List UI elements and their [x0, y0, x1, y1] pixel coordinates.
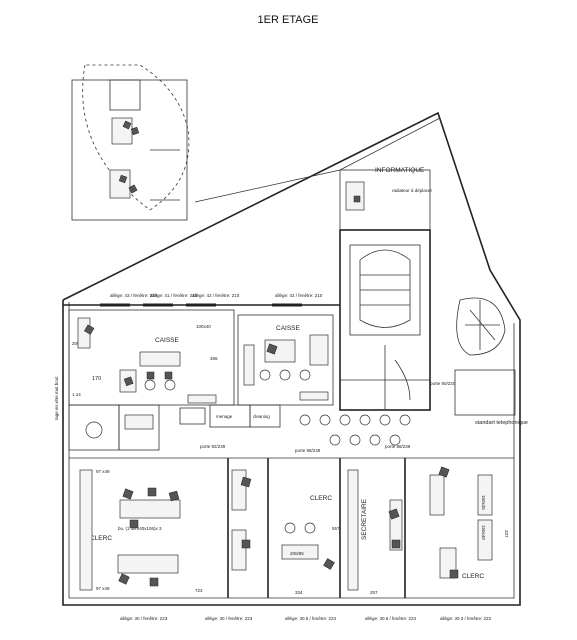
informatique-label: INFORMATIQUE [375, 167, 425, 174]
cleaning-label: cleaning [253, 414, 270, 419]
dim-557: 557 [332, 526, 340, 531]
standard-label: standart telephonique [475, 420, 528, 426]
dim-150x40: 150x40 [481, 525, 486, 540]
caisse-left-label: CAISSE [155, 337, 180, 344]
secretaire-label: SECRETAIRE [361, 498, 368, 540]
dim-97x49-b: 97 x49 [96, 586, 110, 591]
room-caisse-left: CAISSE 200x85 100x40 366 170 [68, 309, 235, 406]
dim-1114: 1.14 [72, 392, 81, 397]
clerc-right-label: CLERC [462, 573, 484, 580]
window-label-bottom-1: allège: 30 / fenêtre: 223 [120, 616, 168, 621]
radiator-note: radiateur à déplacer [392, 188, 433, 193]
window-label-top-4: allège: 42 / fenêtre: 210 [275, 293, 323, 298]
dim-366: 366 [210, 356, 218, 361]
small-rooms-left: menage cleaning 1.14 [68, 392, 281, 451]
room-informatique: INFORMATIQUE radiateur à déplacer [339, 167, 433, 231]
door-label-1: porte 92/239 [200, 444, 226, 449]
clerc-left-label: CLERC [90, 535, 112, 542]
dim-97x49: 97 x49 [96, 469, 110, 474]
top-windows: allège: 43 / fenêtre: 210 allège: 41 / f… [100, 293, 323, 307]
dim-334: 334 [295, 590, 303, 595]
menage-label: menage [216, 414, 233, 419]
page-title: 1ER ETAGE [258, 14, 319, 26]
room-caisse-right: CAISSE [237, 314, 334, 406]
door-label-4: porte 90/220 [430, 381, 456, 386]
window-label-top-3: allège: 42 / fenêtre: 210 [192, 293, 240, 298]
stair-core [339, 229, 431, 411]
dim-723: 723 [195, 588, 203, 593]
side-note: tage en vitre mat bout [54, 376, 59, 420]
spiral-stair [454, 297, 516, 416]
door-label-2: porte 88/239 [295, 448, 321, 453]
window-label-top-1: allège: 43 / fenêtre: 210 [110, 293, 158, 298]
corridor: porte 92/239 porte 88/239 porte 88/239 p… [69, 381, 528, 459]
bottom-windows: allège: 30 / fenêtre: 223 allège: 30 / f… [120, 616, 492, 621]
caisse-right-label: CAISSE [276, 325, 301, 332]
dim-200x85-mid: 200/85 [290, 551, 304, 556]
window-label-bottom-2: allège: 30 / fenêtre: 223 [205, 616, 253, 621]
window-label-bottom-5: allège: 30.3 / fenêtre: 223 [440, 616, 492, 621]
dim-100x40: 100x40 [196, 324, 211, 329]
dim-150x45: 150x45 [481, 495, 486, 510]
window-label-top-2: allège: 41 / fenêtre: 210 [150, 293, 198, 298]
dim-337: 337 [504, 530, 509, 538]
door-label-3: porte 88/239 [385, 444, 411, 449]
bureau-main-label: bu. (1 18 x40x106)x 3 [118, 526, 162, 531]
dim-257: 257 [370, 590, 378, 595]
window-label-bottom-3: allège: 30.5 / fenêtre: 223 [285, 616, 337, 621]
window-label-bottom-4: allège: 30.6 / fenêtre: 223 [365, 616, 417, 621]
inset-detail [71, 64, 190, 221]
bottom-offices: 97 x49 97 x49 CLERC bu. (1 18 x40x106)x … [79, 458, 509, 598]
dim-170: 170 [92, 376, 101, 382]
clerc-middle-label: CLERC [310, 495, 332, 502]
